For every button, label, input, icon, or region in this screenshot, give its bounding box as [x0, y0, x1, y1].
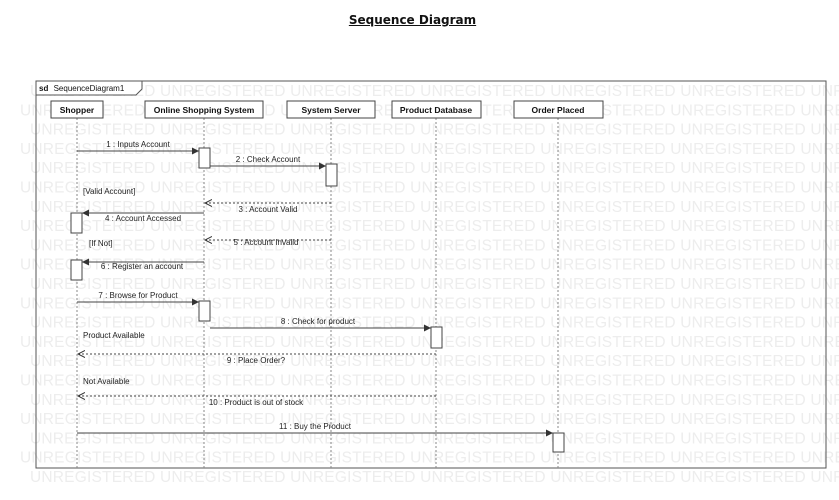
lifeline-shopper: Shopper: [50, 100, 104, 468]
message-4: 4 : Account Accessed: [82, 209, 204, 223]
guard-note: [If Not]: [89, 239, 113, 248]
message-label: 4 : Account Accessed: [105, 214, 181, 223]
message-1: 1 : Inputs Account: [77, 140, 199, 155]
lifeline-box: [144, 100, 264, 119]
message-8: 8 : Check for product: [210, 317, 431, 332]
lifeline-name: System Server: [301, 105, 361, 115]
lifeline-name: Online Shopping System: [154, 105, 255, 115]
watermark-text: UNREGISTERED UNREGISTERED UNREGISTERED U…: [30, 430, 839, 447]
frame-tab: [35, 80, 143, 96]
lifeline-oss: Online Shopping System: [144, 100, 264, 468]
messages-layer: 1 : Inputs Account 2 : Check Account 3 : A…: [77, 140, 553, 437]
watermark-text: UNREGISTERED UNREGISTERED UNREGISTERED U…: [20, 180, 839, 197]
watermark-text: UNREGISTERED UNREGISTERED UNREGISTERED U…: [20, 411, 839, 428]
notes-layer: [Valid Account] [If Not] Product Available…: [83, 187, 145, 386]
watermark-text: UNREGISTERED UNREGISTERED UNREGISTERED U…: [30, 122, 839, 139]
watermark-layer: UNREGISTERED UNREGISTERED UNREGISTERED U…: [20, 83, 839, 486]
watermark-text: UNREGISTERED UNREGISTERED UNREGISTERED U…: [30, 392, 839, 409]
message-11: 11 : Buy the Product: [77, 422, 553, 437]
page-title: Sequence Diagram: [348, 13, 477, 27]
message-label: 2 : Check Account: [236, 155, 301, 164]
activation-bar: [325, 163, 338, 187]
message-6: 6 : Register an account: [82, 258, 204, 271]
message-3: 3 : Account Valid: [205, 203, 331, 214]
message-label: 8 : Check for product: [281, 317, 356, 326]
watermark-text: UNREGISTERED UNREGISTERED UNREGISTERED U…: [30, 237, 839, 254]
frame-keyword: sd: [39, 84, 48, 93]
message-label: 10 : Product is out of stock: [209, 398, 304, 407]
watermark-text: UNREGISTERED UNREGISTERED UNREGISTERED U…: [20, 257, 839, 274]
lifeline-server: System Server: [286, 100, 376, 468]
lifeline-name: Shopper: [60, 105, 95, 115]
message-label: 7 : Browse for Product: [98, 291, 178, 300]
message-label: 5 : Account Invalid: [234, 238, 299, 247]
message-2: 2 : Check Account: [210, 155, 326, 170]
lifeline-name: Product Database: [400, 105, 473, 115]
activation-bar: [70, 212, 83, 234]
watermark-text: UNREGISTERED UNREGISTERED UNREGISTERED U…: [20, 373, 839, 390]
lifeline-box: [286, 100, 376, 119]
guard-note: Product Available: [83, 331, 145, 340]
message-label: 3 : Account Valid: [239, 205, 298, 214]
activation-bar: [70, 259, 83, 281]
activation-bar: [430, 326, 443, 349]
lifeline-db: Product Database: [391, 100, 482, 468]
lifeline-box: [513, 100, 604, 119]
message-label: 11 : Buy the Product: [279, 422, 352, 431]
watermark-text: UNREGISTERED UNREGISTERED UNREGISTERED U…: [20, 334, 839, 351]
message-7: 7 : Browse for Product: [77, 291, 199, 306]
message-label: 6 : Register an account: [101, 262, 184, 271]
lifeline-order: Order Placed: [513, 100, 604, 468]
activation-bar: [198, 147, 211, 169]
frame-label: sd SequenceDiagram1: [39, 84, 125, 93]
message-9: 9 : Place Order?: [78, 354, 436, 365]
diagram-frame: [35, 80, 827, 469]
watermark-text: UNREGISTERED UNREGISTERED UNREGISTERED U…: [30, 160, 839, 177]
activations-layer: [70, 147, 565, 453]
watermark-text: UNREGISTERED UNREGISTERED UNREGISTERED U…: [30, 83, 839, 100]
watermark-text: UNREGISTERED UNREGISTERED UNREGISTERED U…: [20, 218, 839, 235]
lifeline-box: [50, 100, 104, 119]
watermark-text: UNREGISTERED UNREGISTERED UNREGISTERED U…: [30, 199, 839, 216]
message-5: 5 : Account Invalid: [205, 238, 331, 247]
lifeline-name: Order Placed: [532, 105, 585, 115]
watermark-text: UNREGISTERED UNREGISTERED UNREGISTERED U…: [20, 295, 839, 312]
message-label: 9 : Place Order?: [227, 356, 286, 365]
watermark-text: UNREGISTERED UNREGISTERED UNREGISTERED U…: [30, 315, 839, 332]
activation-bar: [552, 432, 565, 453]
guard-note: [Valid Account]: [83, 187, 135, 196]
watermark-text: UNREGISTERED UNREGISTERED UNREGISTERED U…: [30, 353, 839, 370]
activation-bar: [198, 300, 211, 322]
message-label: 1 : Inputs Account: [106, 140, 170, 149]
watermark-text: UNREGISTERED UNREGISTERED UNREGISTERED U…: [20, 450, 839, 467]
guard-note: Not Available: [83, 377, 130, 386]
frame-name: SequenceDiagram1: [54, 84, 125, 93]
message-10: 10 : Product is out of stock: [78, 396, 436, 407]
watermark-text: UNREGISTERED UNREGISTERED UNREGISTERED U…: [30, 276, 839, 293]
watermark-text: UNREGISTERED UNREGISTERED UNREGISTERED U…: [30, 469, 839, 486]
lifelines-layer: Shopper Online Shopping System System Serv…: [50, 100, 604, 468]
lifeline-box: [391, 100, 482, 119]
watermark-text: UNREGISTERED UNREGISTERED UNREGISTERED U…: [20, 141, 839, 158]
